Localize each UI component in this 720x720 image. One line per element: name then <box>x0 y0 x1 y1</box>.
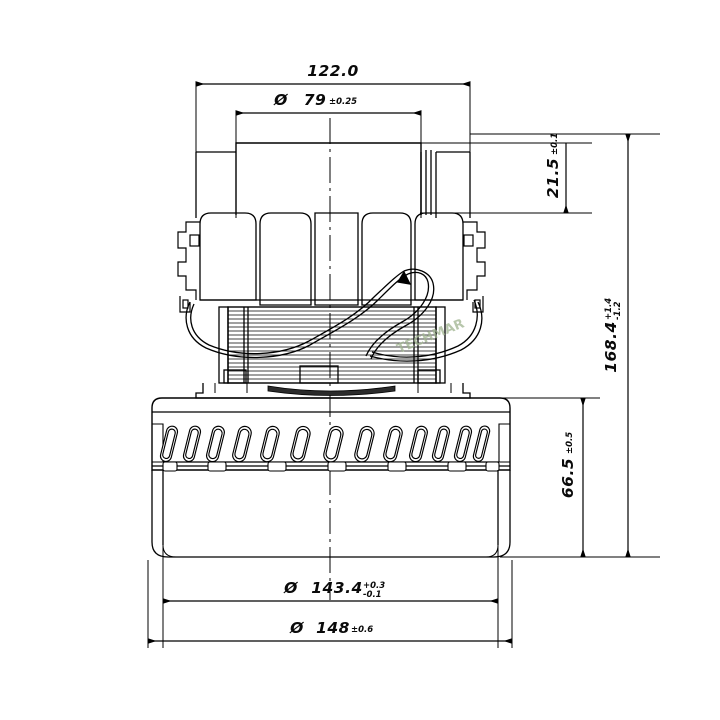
dim-label-143_4: Ø 143.4 +0.3 -0.1 <box>283 579 385 600</box>
dim-tolerance-lower-168_4: -1.2 <box>613 301 623 320</box>
dim-symbol-79: Ø <box>273 91 288 109</box>
dim-symbol-143_4: Ø <box>283 579 298 597</box>
dim-label-122: 122.0 <box>307 62 359 80</box>
dimension-labels: 122.0 Ø 79 ±0.25 21.5 ±0.1 168.4 +1.4 -1… <box>273 62 623 637</box>
dim-tolerance-lower-143_4: -0.1 <box>363 590 382 600</box>
dim-tolerance-148: ±0.6 <box>351 625 373 635</box>
dim-tolerance-79: ±0.25 <box>329 97 357 107</box>
dim-label-79: Ø 79 ±0.25 <box>273 91 357 109</box>
fan-vent-slots <box>159 425 491 463</box>
dim-value-122: 122.0 <box>307 62 359 80</box>
dim-label-66_5: 66.5 ±0.5 <box>559 432 577 498</box>
dim-value-66_5: 66.5 <box>559 458 577 498</box>
fan-housing-tabs <box>162 461 500 472</box>
dim-tolerance-upper-168_4: +1.4 <box>604 298 614 320</box>
motor-stator-block <box>199 212 464 306</box>
brush-holder-left <box>177 221 200 313</box>
dim-tolerance-upper-143_4: +0.3 <box>363 581 385 591</box>
dim-value-79: 79 <box>304 91 327 109</box>
dim-value-148: 148 <box>316 619 350 637</box>
dim-value-143_4: 143.4 <box>311 579 363 597</box>
dimension-lines <box>147 81 631 644</box>
dim-tolerance-66_5: ±0.5 <box>565 432 575 454</box>
dim-label-21_5: 21.5 ±0.1 <box>544 133 562 198</box>
dim-tolerance-21_5: ±0.1 <box>550 133 560 155</box>
motor-top-cover <box>195 142 471 218</box>
motor-assembly <box>151 142 511 558</box>
dim-label-148: Ø 148 ±0.6 <box>289 619 373 637</box>
dim-value-21_5: 21.5 <box>544 158 562 198</box>
dim-value-168_4: 168.4 <box>602 321 620 373</box>
motor-lower-housing <box>151 470 511 558</box>
brush-holder-right <box>463 221 486 313</box>
dim-symbol-148: Ø <box>289 619 304 637</box>
motor-wiring <box>185 268 483 362</box>
fan-housing <box>151 397 511 472</box>
dim-label-168_4: 168.4 +1.4 -1.2 <box>602 298 623 373</box>
